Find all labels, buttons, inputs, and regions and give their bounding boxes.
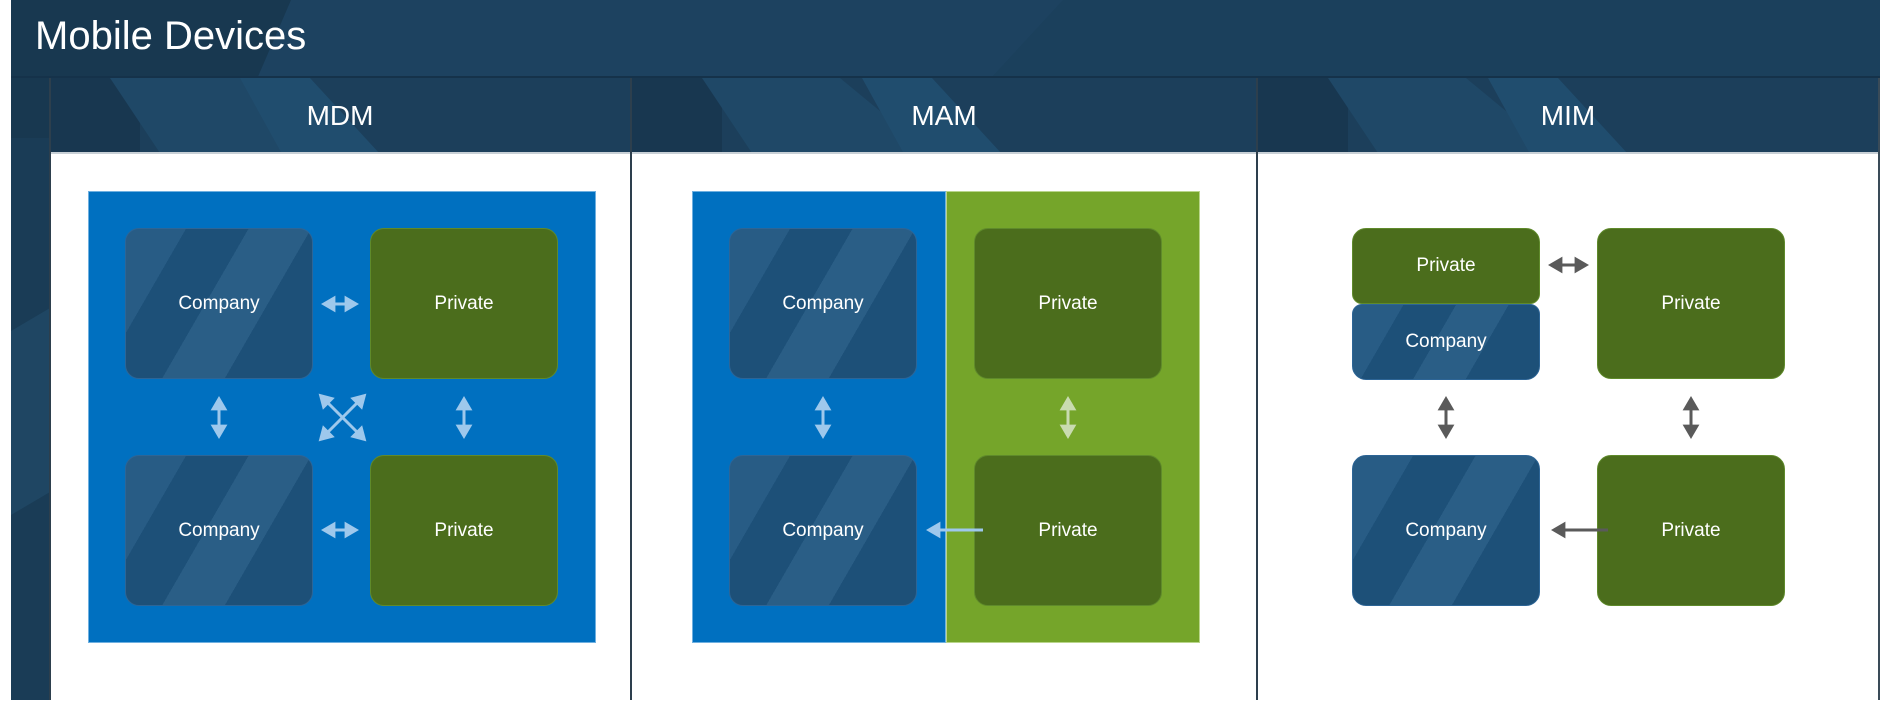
box-label: Company [178, 292, 260, 314]
left-strip-shade [11, 308, 50, 515]
box-label: Private [1661, 519, 1721, 541]
column-header-mim: MIM [1258, 78, 1878, 154]
box-label: Private [434, 292, 494, 314]
left-strip-shade [11, 78, 50, 138]
column-body-mim [1258, 154, 1878, 700]
mam-company-box-top: Company [729, 228, 917, 379]
title-bar: Mobile Devices [11, 0, 1880, 78]
column-divider [49, 78, 51, 700]
mim-private-box-top: Private [1597, 228, 1785, 379]
box-label: Private [1416, 255, 1476, 276]
mam-private-box-bottom: Private [974, 455, 1162, 606]
mim-company-box-bottom: Company [1352, 455, 1540, 606]
column-header-mdm: MDM [50, 78, 630, 154]
column-divider [1256, 78, 1258, 700]
mam-company-box-bottom: Company [729, 455, 917, 606]
mam-private-box-top: Private [974, 228, 1162, 379]
mdm-company-box-top: Company [125, 228, 313, 379]
box-label: Private [1038, 292, 1098, 314]
header-band [632, 78, 722, 152]
left-strip [11, 78, 50, 700]
mdm-private-box-bottom: Private [370, 455, 558, 606]
title-bar-shade [11, 0, 291, 76]
box-label: Company [782, 519, 864, 541]
column-divider [630, 78, 632, 700]
mdm-private-box-top: Private [370, 228, 558, 379]
column-label-mam: MAM [911, 100, 977, 131]
box-label: Company [178, 519, 260, 541]
box-label: Private [1661, 292, 1721, 314]
title-bar-shade [991, 0, 1880, 76]
box-label: Company [1405, 519, 1487, 541]
mim-private-box-stacked: Private [1352, 228, 1540, 304]
page-title: Mobile Devices [35, 14, 307, 58]
box-label: Company [782, 292, 864, 314]
mim-company-box-stacked: Company [1352, 304, 1540, 380]
box-label: Private [1038, 519, 1098, 541]
box-label: Private [434, 519, 494, 541]
column-label-mim: MIM [1540, 100, 1596, 131]
mim-private-box-bottom: Private [1597, 455, 1785, 606]
column-header-mam: MAM [632, 78, 1256, 154]
mdm-company-box-bottom: Company [125, 455, 313, 606]
column-label-mdm: MDM [306, 100, 374, 131]
box-label: Company [1405, 331, 1487, 352]
header-band [1258, 78, 1348, 152]
